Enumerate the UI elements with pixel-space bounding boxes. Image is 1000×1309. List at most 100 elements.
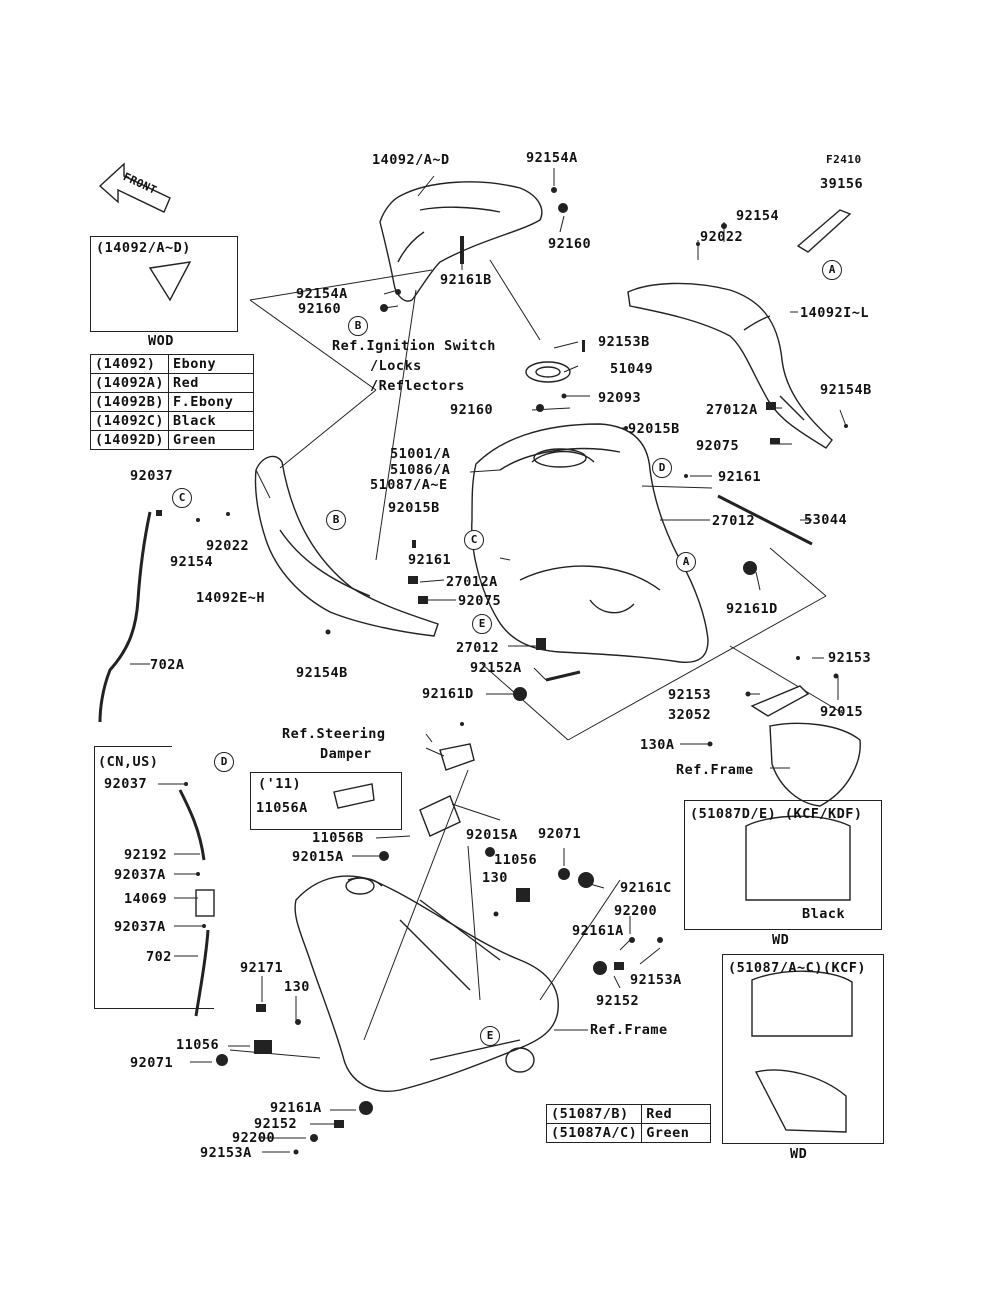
part-label: 11056B bbox=[312, 830, 364, 846]
steering-bracket-shape bbox=[419, 743, 475, 837]
part-label: 92154A bbox=[296, 286, 348, 302]
part-label: 92161A bbox=[270, 1100, 322, 1116]
part-label: 11056 bbox=[176, 1037, 220, 1053]
part-label: 92022 bbox=[206, 538, 250, 554]
part-label: 92200 bbox=[232, 1130, 276, 1146]
part-label: 32052 bbox=[668, 707, 712, 723]
part-label: 92071 bbox=[538, 826, 582, 842]
part-label: 130 bbox=[482, 870, 508, 886]
part-label: 92015B bbox=[628, 421, 680, 437]
cn-us-hose bbox=[178, 789, 215, 1017]
fuel-tank-shape bbox=[471, 423, 709, 663]
part-label: 92153B bbox=[598, 334, 650, 350]
part-label: 92171 bbox=[240, 960, 284, 976]
part-label: 92015 bbox=[820, 704, 864, 720]
right-cowl-shape bbox=[627, 282, 833, 449]
kcf-kdf-tank-icon bbox=[745, 815, 851, 901]
inset-14092-caption: WOD bbox=[148, 333, 174, 349]
label-strip-39156 bbox=[796, 209, 852, 253]
part-label: 92152 bbox=[596, 993, 640, 1009]
inset-14092-box bbox=[90, 236, 238, 332]
part-label: 53044 bbox=[804, 512, 848, 528]
table-row: (51087A/C)Green bbox=[545, 1123, 712, 1143]
inset-bracket-11056A bbox=[333, 783, 375, 809]
table-row: (51087/B)Red bbox=[545, 1104, 712, 1124]
part-label: 92015B bbox=[388, 500, 440, 516]
part-label: 92160 bbox=[450, 402, 494, 418]
part-label: 92153A bbox=[200, 1145, 252, 1161]
part-label: 92037A bbox=[114, 919, 166, 935]
part-label: 92152A bbox=[470, 660, 522, 676]
table-row: (14092B)F.Ebony bbox=[89, 392, 255, 412]
inset-kcf-caption: WD bbox=[790, 1146, 808, 1162]
part-label: 27012 bbox=[456, 640, 500, 656]
part-label: 14069 bbox=[124, 891, 168, 907]
callout-circle: C bbox=[464, 530, 484, 550]
part-label: 92200 bbox=[614, 903, 658, 919]
inset-kcf-kdf-color: Black bbox=[802, 906, 846, 922]
inset-14092-title: (14092/A~D) bbox=[96, 240, 191, 256]
upper-cowl-shape bbox=[379, 181, 543, 302]
kcf-tank-side-icon bbox=[754, 1069, 847, 1133]
part-label: 92154A bbox=[526, 150, 578, 166]
cn-us-bracket-line bbox=[94, 746, 96, 1008]
callout-circle: E bbox=[480, 1026, 500, 1046]
color-table-51087: (51087/B)Red (51087A/C)Green bbox=[545, 1104, 712, 1143]
part-label: 92071 bbox=[130, 1055, 174, 1071]
part-label: 92160 bbox=[548, 236, 592, 252]
rod-92152A bbox=[545, 670, 581, 682]
ref-steering-1: Ref.Steering bbox=[282, 726, 386, 742]
table-row: (14092)Ebony bbox=[89, 354, 255, 374]
part-label: 92037 bbox=[130, 468, 174, 484]
part-label: 92161 bbox=[718, 469, 762, 485]
part-label: 92093 bbox=[598, 390, 642, 406]
part-label: 14092E~H bbox=[196, 590, 266, 606]
part-label: 92161B bbox=[440, 272, 492, 288]
ref-reflectors: /Reflectors bbox=[370, 378, 465, 394]
front-arrow-icon bbox=[98, 162, 171, 213]
cn-us-bracket-bottom bbox=[94, 1008, 214, 1010]
callout-circle: D bbox=[214, 752, 234, 772]
callout-circle: C bbox=[172, 488, 192, 508]
part-label: 92075 bbox=[696, 438, 740, 454]
part-label: 92153 bbox=[828, 650, 872, 666]
part-label: 92160 bbox=[298, 301, 342, 317]
cn-us-bracket-top bbox=[94, 746, 172, 748]
part-label: 702 bbox=[146, 949, 172, 965]
part-label: 92015A bbox=[292, 849, 344, 865]
part-label: 92075 bbox=[458, 593, 502, 609]
cn-us-title: (CN,US) bbox=[98, 754, 159, 770]
callout-circle: A bbox=[676, 552, 696, 572]
diagram-code: F2410 bbox=[826, 153, 862, 166]
part-label: 92154B bbox=[296, 665, 348, 681]
part-label: 14092/A~D bbox=[372, 152, 450, 168]
inset-kcf-title: (51087/A~C)(KCF) bbox=[728, 960, 867, 976]
main-frame-shape bbox=[294, 875, 559, 1092]
part-label: 51086/A bbox=[390, 462, 451, 478]
part-label: 39156 bbox=[820, 176, 864, 192]
breather-hose-702A bbox=[98, 511, 152, 723]
inset-kcf-kdf-box bbox=[684, 800, 882, 930]
callout-circle: D bbox=[652, 458, 672, 478]
ref-frame-right: Ref.Frame bbox=[676, 762, 754, 778]
part-label: 92153A bbox=[630, 972, 682, 988]
inset-11-title: ('11) bbox=[258, 776, 302, 792]
part-label: 11056A bbox=[256, 800, 308, 816]
part-label: 92154B bbox=[820, 382, 872, 398]
ref-steering-2: Damper bbox=[320, 746, 372, 762]
ref-ignition: Ref.Ignition Switch bbox=[332, 338, 496, 354]
kcf-tank-icon bbox=[751, 970, 853, 1037]
filler-cap-shape bbox=[525, 361, 571, 383]
ref-locks: /Locks bbox=[370, 358, 422, 374]
part-label: 92161D bbox=[726, 601, 778, 617]
callout-circle: B bbox=[348, 316, 368, 336]
part-label: 27012 bbox=[712, 513, 756, 529]
ref-frame-bottom: Ref.Frame bbox=[590, 1022, 668, 1038]
callout-circle: E bbox=[472, 614, 492, 634]
part-label: 92161C bbox=[620, 880, 672, 896]
rod-53044 bbox=[717, 494, 813, 546]
color-table-14092: (14092)Ebony (14092A)Red (14092B)F.Ebony… bbox=[89, 354, 255, 450]
part-label: 14092I~L bbox=[800, 305, 870, 321]
part-label: 130A bbox=[640, 737, 675, 753]
bracket-32052 bbox=[750, 685, 810, 717]
